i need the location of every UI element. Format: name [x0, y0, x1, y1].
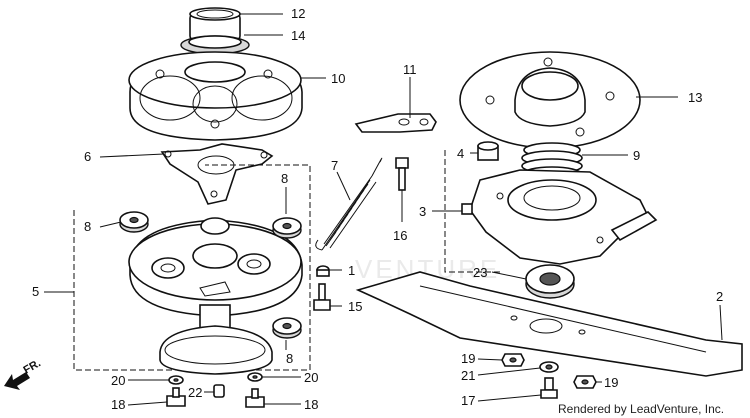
- part-13-cover[interactable]: [459, 51, 641, 149]
- part-18-bolt-left[interactable]: [166, 387, 186, 407]
- callout-5[interactable]: 5: [32, 284, 39, 299]
- render-credit: Rendered by LeadVenture, Inc.: [558, 402, 724, 416]
- part-8-bearing-lower[interactable]: [272, 317, 302, 339]
- part-16-bolt[interactable]: [395, 157, 409, 191]
- callout-4[interactable]: 4: [457, 146, 464, 161]
- callout-19-left[interactable]: 19: [461, 351, 475, 366]
- part-5-blade-holder[interactable]: [128, 217, 303, 375]
- callout-8-lower[interactable]: 8: [286, 351, 293, 366]
- part-17-bolt[interactable]: [540, 377, 558, 399]
- callout-6[interactable]: 6: [84, 149, 91, 164]
- part-18-bolt-right[interactable]: [245, 388, 265, 408]
- callout-22[interactable]: 22: [188, 385, 202, 400]
- callout-3[interactable]: 3: [419, 204, 426, 219]
- callout-21[interactable]: 21: [461, 368, 475, 383]
- part-22-key[interactable]: [213, 384, 225, 398]
- assembly-bracket-3: [444, 150, 500, 273]
- callout-13[interactable]: 13: [688, 90, 702, 105]
- part-21-washer[interactable]: [539, 361, 559, 373]
- callout-19-right[interactable]: 19: [604, 375, 618, 390]
- callout-1[interactable]: 1: [348, 263, 355, 278]
- leader-lines: [44, 13, 723, 406]
- part-14-seal[interactable]: [180, 35, 250, 55]
- callout-8-right[interactable]: 8: [281, 171, 288, 186]
- callout-10[interactable]: 10: [331, 71, 345, 86]
- part-10-pulley-cover[interactable]: [128, 51, 303, 141]
- part-6-plate[interactable]: [160, 143, 274, 205]
- part-15-bolt[interactable]: [313, 283, 331, 311]
- assembly-bracket-5: [73, 164, 311, 371]
- callout-17[interactable]: 17: [461, 393, 475, 408]
- callout-9[interactable]: 9: [633, 148, 640, 163]
- part-3-housing[interactable]: [461, 169, 658, 265]
- part-8-bearing-left[interactable]: [119, 211, 149, 233]
- part-19-nut-left[interactable]: [501, 353, 525, 367]
- callout-2[interactable]: 2: [716, 289, 723, 304]
- part-19-nut-right[interactable]: [573, 375, 597, 389]
- part-20-washer-right[interactable]: [247, 372, 263, 382]
- callout-11[interactable]: 11: [403, 62, 417, 77]
- callout-20-left[interactable]: 20: [111, 373, 125, 388]
- part-8-bearing-right[interactable]: [272, 217, 302, 239]
- callout-15[interactable]: 15: [348, 299, 362, 314]
- callout-18-right[interactable]: 18: [304, 397, 318, 412]
- front-direction-arrow-icon: [4, 372, 30, 390]
- callout-23[interactable]: 23: [473, 265, 487, 280]
- part-7-spring[interactable]: [315, 157, 383, 251]
- part-23-bearing[interactable]: [525, 264, 575, 299]
- part-4-sleeve[interactable]: [477, 141, 499, 161]
- callout-7[interactable]: 7: [331, 158, 338, 173]
- direction-label: FR.: [22, 357, 43, 376]
- callout-14[interactable]: 14: [291, 28, 305, 43]
- callout-16[interactable]: 16: [393, 228, 407, 243]
- callout-18-left[interactable]: 18: [111, 397, 125, 412]
- part-2-blade[interactable]: [355, 271, 743, 377]
- part-20-washer-left[interactable]: [168, 375, 184, 385]
- callout-12[interactable]: 12: [291, 6, 305, 21]
- part-1-spacer[interactable]: [316, 265, 330, 277]
- part-11-bracket[interactable]: [354, 113, 437, 133]
- callout-8-left[interactable]: 8: [84, 219, 91, 234]
- part-12-collar[interactable]: [189, 7, 241, 41]
- callout-20-right[interactable]: 20: [304, 370, 318, 385]
